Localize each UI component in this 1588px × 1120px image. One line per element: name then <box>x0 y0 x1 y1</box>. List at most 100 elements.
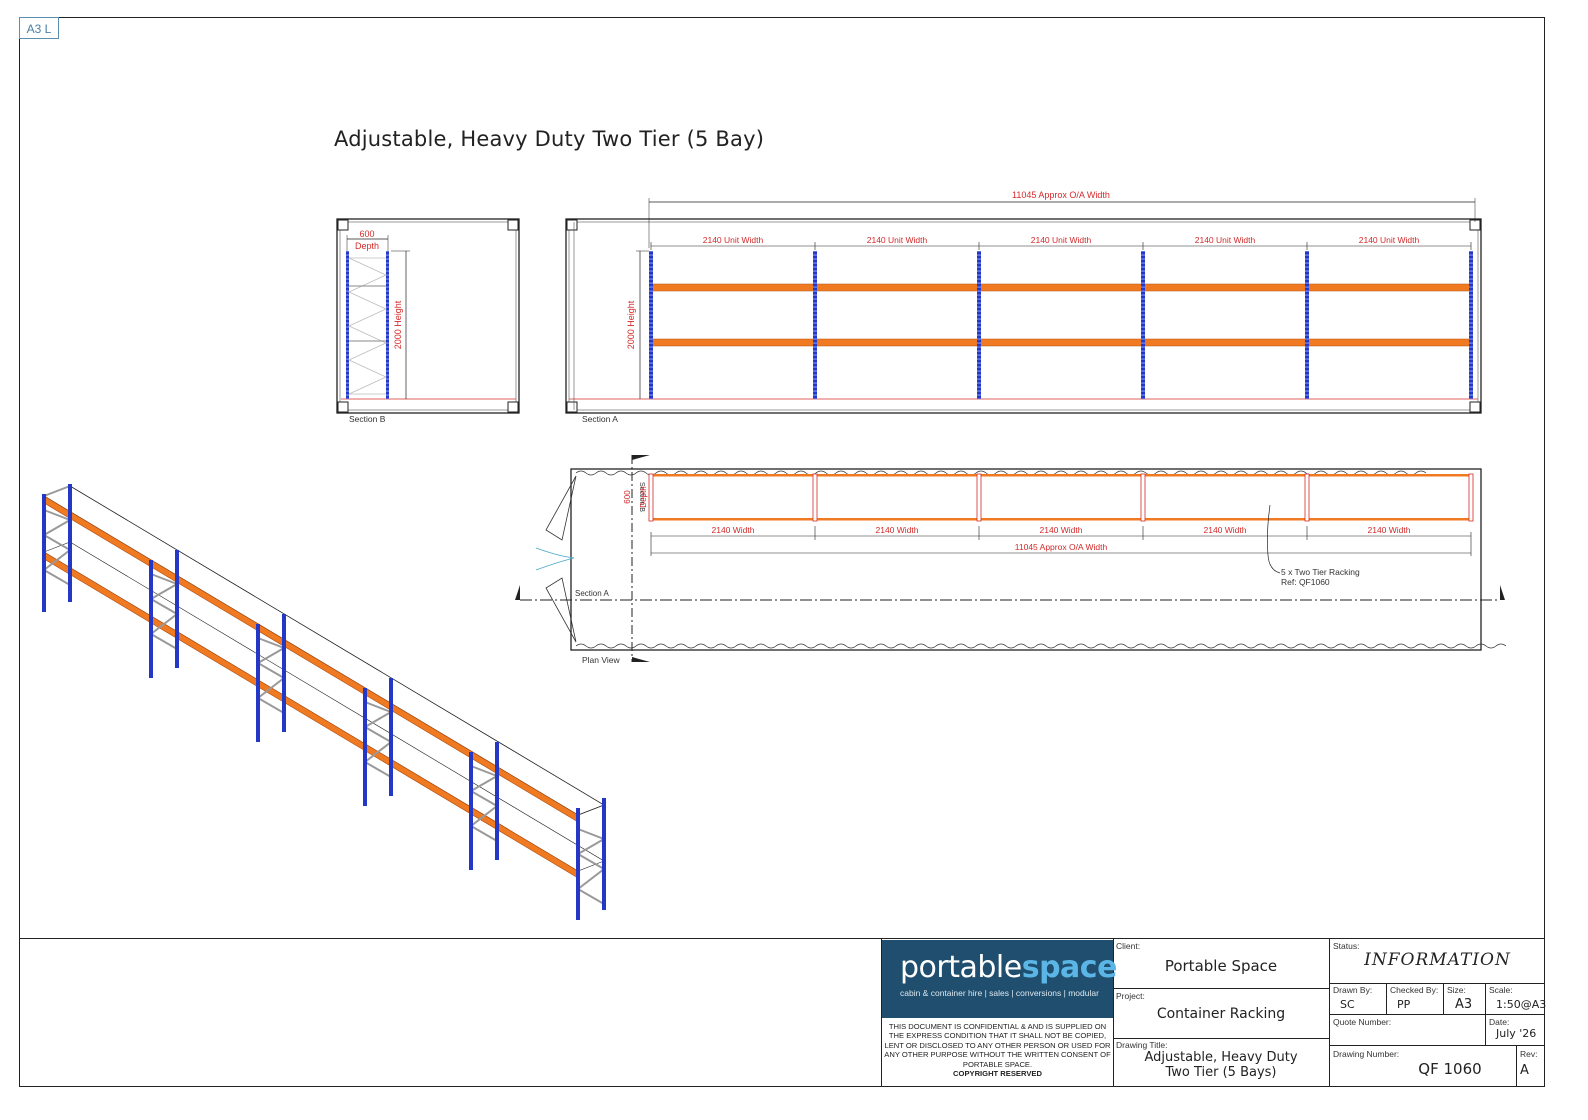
drawing-title-line1: Adjustable, Heavy Duty <box>1144 1050 1298 1065</box>
unit-width-label-3: 2140 Unit Width <box>1031 235 1092 245</box>
project-label: Project: <box>1116 991 1145 1001</box>
status-label: Status: <box>1333 941 1360 951</box>
corner-casting <box>507 401 519 413</box>
plan-view: Section A Section B 600 Depth 2140 Width… <box>515 455 1507 665</box>
rev-label: Rev: <box>1520 1049 1538 1059</box>
section-a-height-text: 2000 Height <box>626 300 636 349</box>
client-label: Client: <box>1116 941 1141 951</box>
scale-label: Scale: <box>1489 985 1513 995</box>
corner-casting <box>1469 401 1481 413</box>
section-b-container-outline <box>336 218 520 414</box>
door-swing <box>535 547 575 571</box>
status-value: INFORMATION <box>1364 950 1511 970</box>
door-left-lower <box>545 577 577 643</box>
logo-word-portable: portable <box>900 950 1022 985</box>
corner-casting <box>337 401 349 413</box>
unit-width-label-1: 2140 Unit Width <box>703 235 764 245</box>
upright-front <box>346 251 349 399</box>
door-left-upper <box>545 475 577 541</box>
iso-frame-5 <box>468 742 500 870</box>
drawing-title-label: Drawing Title: <box>1116 1040 1168 1050</box>
corrugation-bottom <box>575 643 1507 649</box>
size-value: A3 <box>1455 997 1473 1012</box>
upright <box>1305 251 1309 399</box>
plan-uprights <box>648 473 1474 522</box>
corner-casting <box>566 219 578 231</box>
plan-section-a-marker: Section A <box>575 589 609 598</box>
iso-frame-4 <box>362 678 394 806</box>
unit-width-label-5: 2140 Unit Width <box>1359 235 1420 245</box>
section-a-container-outline <box>565 218 1482 414</box>
plan-bay-dimensions <box>650 526 1472 556</box>
section-b-label: Section B <box>349 414 386 424</box>
unit-width-label-2: 2140 Unit Width <box>867 235 928 245</box>
iso-frame-3 <box>255 614 287 742</box>
logo-tagline: cabin & container hire | sales | convers… <box>900 988 1099 998</box>
rev-value: A <box>1520 1063 1529 1078</box>
checked-by-value: PP <box>1397 998 1411 1011</box>
corner-casting <box>337 219 349 231</box>
bay-width-label-2: 2140 Width <box>876 525 919 535</box>
confidentiality-notice: This document is confidential & and is s… <box>884 1022 1111 1069</box>
upright <box>1141 251 1145 399</box>
size-label: Size: <box>1447 985 1466 995</box>
drawn-by-label: Drawn By: <box>1333 985 1373 995</box>
section-a-overall-width: 11045 Approx O/A Width <box>1012 190 1110 200</box>
plan-section-b-marker: Section B <box>638 482 645 512</box>
client-value: Portable Space <box>1164 957 1278 975</box>
upright <box>977 251 981 399</box>
plan-container-outline <box>570 468 1482 651</box>
corrugation-top <box>575 470 1427 476</box>
plan-beam-front <box>650 474 1472 477</box>
iso-frame-1 <box>41 484 73 612</box>
section-b-height-text: 2000 Height <box>393 300 403 349</box>
plan-note-line1: 5 x Two Tier Racking <box>1281 567 1360 577</box>
drawing-frame <box>19 17 1545 1087</box>
isometric-rack-view <box>41 484 607 920</box>
bay-width-label-3: 2140 Width <box>1040 525 1083 535</box>
bay-width-label-5: 2140 Width <box>1368 525 1411 535</box>
upright <box>813 251 817 399</box>
logo-word-space: space <box>1021 950 1118 985</box>
iso-top-deck <box>43 485 605 816</box>
corner-casting <box>566 401 578 413</box>
upright-rear <box>386 251 389 399</box>
upper-beam-row <box>649 283 1473 292</box>
bay-width-label-1: 2140 Width <box>712 525 755 535</box>
drawing-title-line2: Two Tier (5 Bays) <box>1165 1065 1277 1080</box>
plan-view-label: Plan View <box>582 655 621 665</box>
unit-width-dimensions <box>650 242 1472 250</box>
quote-number-label: Quote Number: <box>1333 1017 1392 1027</box>
plan-depth-text: Depth <box>639 486 648 507</box>
upright <box>1469 251 1473 399</box>
bay-width-label-4: 2140 Width <box>1204 525 1247 535</box>
drawing-number-label: Drawing Number: <box>1333 1049 1400 1059</box>
drawn-by-value: SC <box>1340 998 1355 1011</box>
upright <box>649 251 653 399</box>
plan-depth-value: 600 <box>623 490 632 504</box>
plan-overall-width: 11045 Approx O/A Width <box>1015 542 1108 552</box>
section-b-depth-text: Depth <box>355 241 379 251</box>
scale-value: 1:50@A3 <box>1496 998 1547 1011</box>
section-a-view: 11045 Approx O/A Width 2140 Unit Width 2… <box>565 190 1482 424</box>
sheet-size-tag: A3 L <box>19 17 59 39</box>
project-value: Container Racking <box>1156 1006 1286 1022</box>
frame-bracing <box>348 257 387 395</box>
company-logo: portablespace® cabin & container hire | … <box>882 940 1126 1018</box>
checked-by-label: Checked By: <box>1390 985 1439 995</box>
corner-casting <box>507 219 519 231</box>
iso-frame-2 <box>148 550 180 678</box>
section-a-label: Section A <box>582 414 618 424</box>
date-label: Date: <box>1489 1017 1510 1027</box>
logo-registered: ® <box>1116 950 1126 960</box>
copyright-notice: COPYRIGHT RESERVED <box>953 1069 1042 1078</box>
lower-beam-row <box>649 338 1473 347</box>
note-leader <box>1266 504 1281 574</box>
iso-frame-6 <box>575 798 607 920</box>
date-value: July '26 <box>1496 1027 1537 1040</box>
section-b-depth-value: 600 <box>359 229 374 239</box>
unit-width-label-4: 2140 Unit Width <box>1195 235 1256 245</box>
drawing-number-value: QF 1060 <box>1418 1060 1482 1078</box>
plan-note-line2: Ref: QF1060 <box>1281 577 1330 587</box>
